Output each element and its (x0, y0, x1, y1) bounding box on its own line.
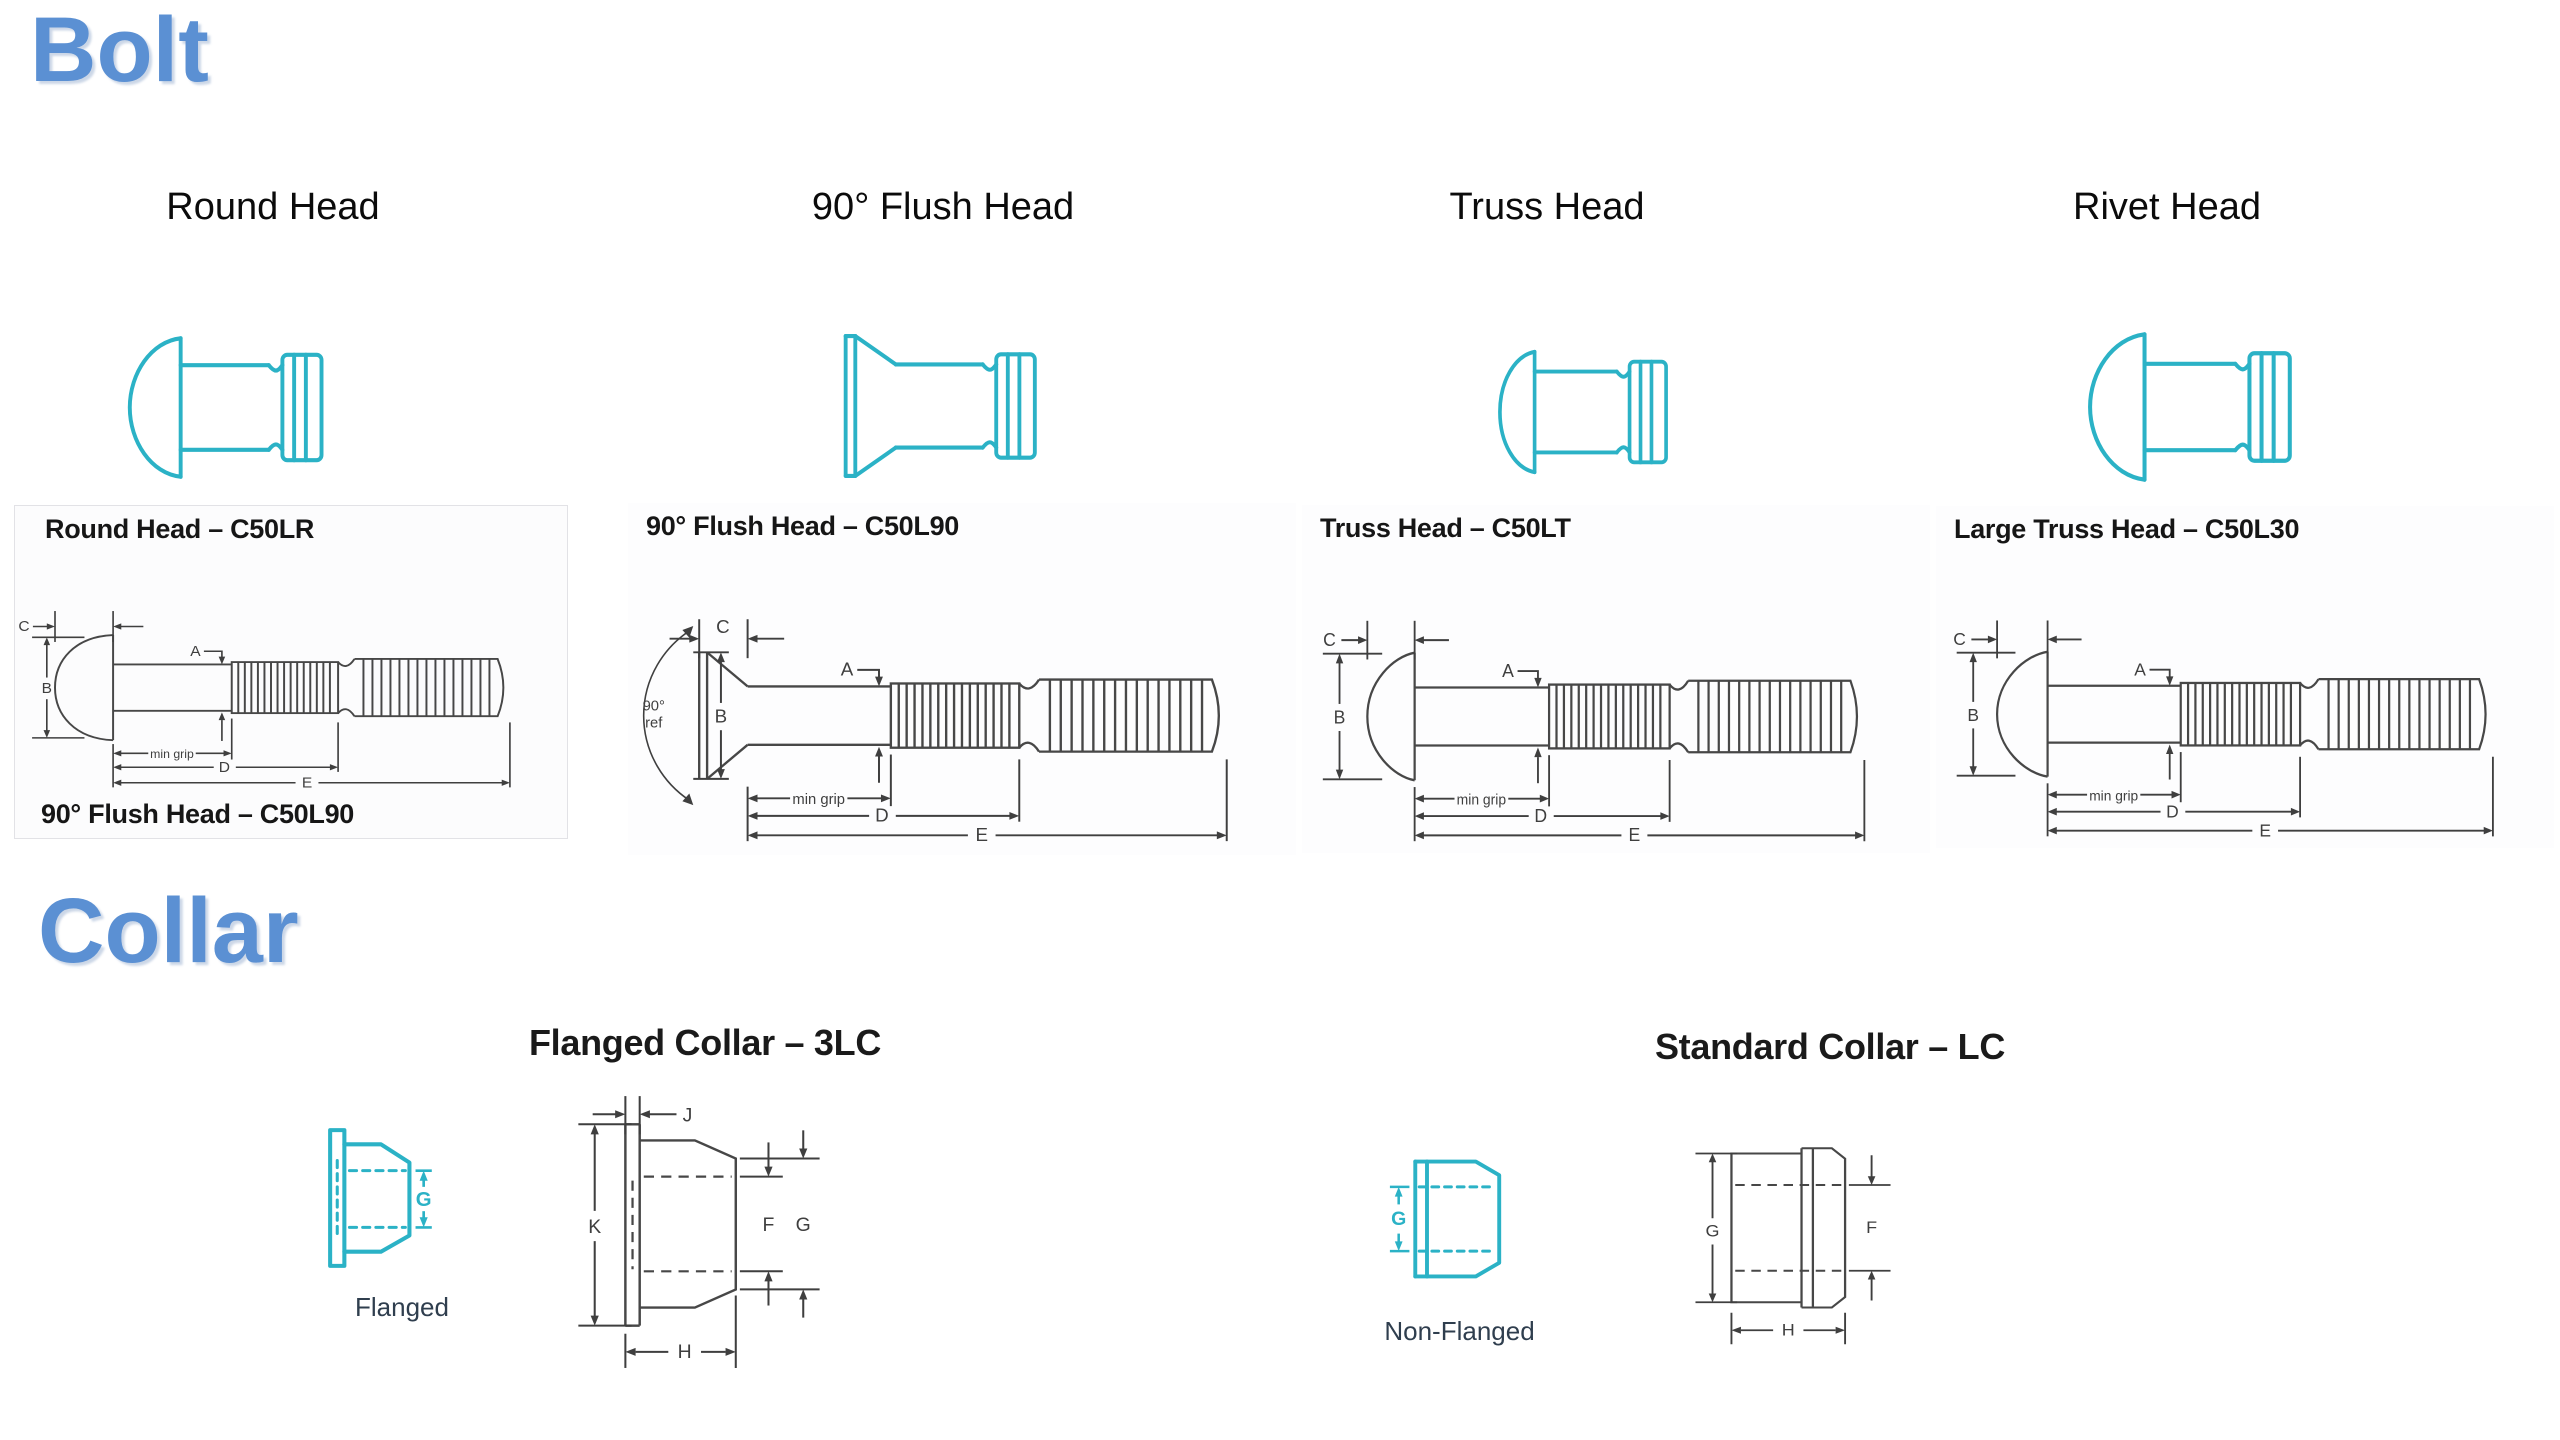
flush-head-dimension-drawing: 90° ref C A B min grip (643, 616, 1228, 845)
dim-b: B (1334, 707, 1346, 727)
truss-head-dimension-drawing: C A B min grip D (1322, 620, 1866, 845)
dim-h: H (678, 1342, 692, 1363)
large-truss-head-dimension-drawing: C A B min grip D (1953, 620, 2494, 840)
dim-f: F (1866, 1218, 1877, 1237)
dim-c: C (1953, 629, 1966, 649)
dim-g: G (796, 1215, 811, 1236)
round-head-outline (127, 336, 324, 479)
truss-head-bolt-icon (1498, 349, 1668, 475)
dim-min-grip: min grip (792, 792, 845, 808)
rivet-head-bolt-icon (2088, 332, 2292, 482)
dim-k: K (588, 1217, 601, 1238)
rivet-head-outline (2088, 332, 2292, 482)
dim-j: J (683, 1105, 693, 1126)
dim-c: C (18, 619, 29, 636)
ref-word: ref (645, 715, 663, 731)
dimension-annotations: C A B min grip D (1953, 620, 2494, 840)
dim-e: E (975, 824, 988, 845)
diagram-title: Truss Head – C50LT (1320, 513, 1571, 543)
round-head-dimension-drawing: C A B min grip D (18, 611, 511, 792)
bolt-type-label-flush: 90° Flush Head (811, 186, 1075, 228)
bolt-section-heading: Bolt (30, 0, 209, 101)
bolt-outline (698, 651, 1220, 780)
dim-d: D (2166, 801, 2179, 821)
dim-e: E (2259, 820, 2271, 840)
diagram-panel-flush-head: 90° Flush Head – C50L90 90° ref C (628, 503, 1296, 855)
dim-h: H (1782, 1320, 1795, 1339)
ref-angle: 90° (643, 699, 665, 715)
non-flanged-collar-icon: G (1389, 1159, 1502, 1279)
bolt-type-label-rivet: Rivet Head (2073, 186, 2261, 228)
dim-b: B (42, 680, 52, 697)
flush-head-bolt-icon (843, 334, 1037, 478)
dim-b: B (715, 706, 728, 727)
diagram-panel-truss-head: Truss Head – C50LT C A (1302, 505, 1930, 853)
truss-head-outline (1498, 349, 1668, 475)
collar-dimensions: J K F G H (578, 1096, 820, 1368)
bolt-type-label-round: Round Head (166, 186, 380, 228)
dim-min-grip: min grip (1457, 792, 1507, 808)
flush-head-outline (843, 334, 1037, 478)
diagram-title: Large Truss Head – C50L30 (1954, 514, 2300, 544)
dim-a: A (1502, 661, 1514, 681)
dim-g: G (1706, 1221, 1720, 1240)
standard-collar-diagram: G F H (1695, 1147, 1891, 1345)
bolt-type-label-truss: Truss Head (1449, 186, 1645, 228)
dim-g-label: G (416, 1189, 432, 1211)
flanged-icon-caption: Flanged (355, 1292, 449, 1322)
flanged-collar-diagram: J K F G H (578, 1096, 820, 1368)
dim-d: D (875, 805, 889, 826)
dim-a: A (2134, 659, 2146, 679)
flanged-collar-icon: G (328, 1128, 432, 1268)
dim-e: E (302, 775, 312, 792)
dim-a: A (190, 643, 201, 660)
dimension-annotations: C A B min grip D (1322, 620, 1866, 845)
flanged-collar-title: Flanged Collar – 3LC (528, 1022, 882, 1063)
non-flanged-collar-outline (1413, 1159, 1502, 1279)
bolt-outline (54, 634, 505, 742)
icon-dimension-g: G (415, 1169, 432, 1229)
diagram-panel-large-truss-head: Large Truss Head – C50L30 C A (1936, 506, 2554, 848)
dim-f: F (763, 1215, 775, 1236)
bolt-outline (1366, 651, 1858, 782)
icon-dimension-g: G (1389, 1185, 1410, 1253)
flanged-collar-outline (328, 1128, 412, 1268)
bolt-outline (1995, 650, 2487, 778)
dim-min-grip: min grip (2089, 787, 2138, 803)
dim-c: C (1323, 630, 1336, 650)
dim-d: D (219, 759, 230, 776)
dimension-annotations: 90° ref C A B min grip (643, 616, 1228, 845)
collar-outline (1730, 1147, 1847, 1309)
dim-e: E (1629, 825, 1641, 845)
dim-c: C (716, 616, 730, 637)
diagram-panel-round-head: Round Head – C50LR C A (14, 505, 568, 839)
dim-min-grip: min grip (150, 747, 194, 761)
non-flanged-icon-caption: Non-Flanged (1384, 1316, 1535, 1346)
collar-dimensions: G F H (1695, 1152, 1891, 1345)
diagram-footer: 90° Flush Head – C50L90 (41, 799, 355, 829)
dimension-annotations: C A B min grip D (18, 611, 511, 792)
diagram-title: 90° Flush Head – C50L90 (646, 511, 960, 541)
dim-a: A (841, 659, 854, 680)
dim-b: B (1967, 705, 1979, 725)
collar-outline (624, 1123, 738, 1327)
standard-collar-title: Standard Collar – LC (1654, 1026, 2006, 1067)
dim-d: D (1534, 806, 1547, 826)
diagram-title: Round Head – C50LR (45, 514, 315, 544)
collar-section-heading: Collar (38, 880, 299, 982)
round-head-bolt-icon (127, 336, 324, 479)
dim-g-label: G (1391, 1208, 1406, 1230)
